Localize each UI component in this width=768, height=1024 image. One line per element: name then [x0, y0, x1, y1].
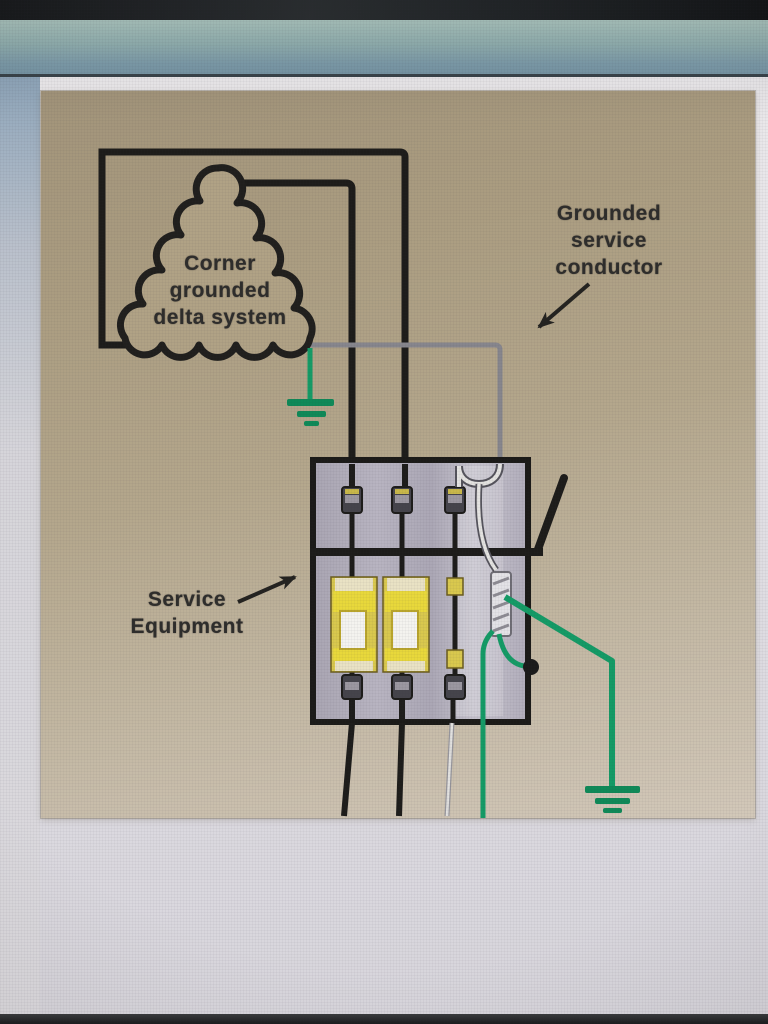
- page-left-margin: [0, 77, 40, 1014]
- phase-conductor-a: [98, 148, 409, 460]
- terminal-lugs: [341, 486, 466, 700]
- label-service-equipment: Service Equipment: [130, 588, 244, 638]
- disconnect-handle: [533, 474, 568, 556]
- arrow-grounded-service-conductor: [537, 282, 591, 329]
- neutral-terminal-bar: [490, 571, 512, 637]
- delta-source-cloud: [116, 164, 316, 361]
- ground-symbol-source: [287, 348, 334, 426]
- arrow-service-equipment: [237, 575, 297, 604]
- label-delta-system: Corner grounded delta system: [153, 252, 287, 329]
- monitor-bezel-bottom: [0, 1014, 768, 1024]
- grounded-conductor-loop: [455, 463, 504, 573]
- label-grounded-service-conductor: Grounded service conductor: [555, 202, 663, 279]
- monitor-bezel-top: [0, 0, 768, 20]
- ground-symbol-electrode: [585, 786, 640, 813]
- fuse-2: [382, 576, 430, 673]
- phase-conductor-b: [221, 179, 356, 460]
- fuse-1: [330, 576, 378, 673]
- main-bonding-jumper: [496, 633, 539, 675]
- grounding-electrode-conductor: [503, 594, 615, 787]
- grounded-conductor-wire: [293, 342, 503, 457]
- load-side-wires: [341, 722, 455, 817]
- solid-neutral-link: [446, 577, 464, 669]
- toolbar-band: [0, 20, 768, 77]
- bonding-jumper-dot: [523, 659, 539, 675]
- equipment-ground-wire: [480, 629, 495, 818]
